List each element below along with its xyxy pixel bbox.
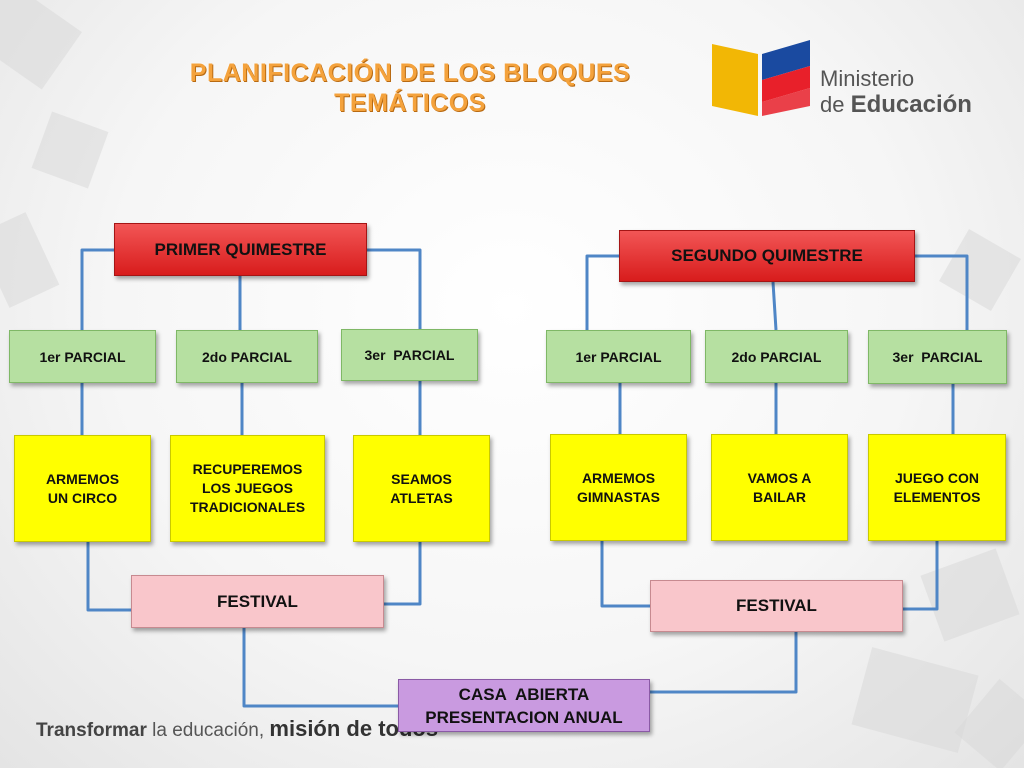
bloque-line: ARMEMOS (45, 470, 120, 487)
left-festival: FESTIVAL (131, 575, 384, 628)
left-parcial-3: 3er PARCIAL (341, 329, 478, 381)
connector (384, 542, 422, 606)
bloque-line: VAMOS A (747, 469, 812, 486)
connector (600, 541, 651, 608)
primer-quimestre-header: PRIMER QUIMESTRE (114, 223, 367, 276)
left-parcial-1: 1er PARCIAL (9, 330, 156, 383)
connector (366, 248, 422, 330)
ministerio-logo: Ministerio de Educación (710, 36, 980, 126)
footer-slogan: Transformar la educación, misión de todo… (36, 716, 438, 742)
bloque-line: ELEMENTOS (893, 488, 981, 505)
connector (80, 248, 116, 330)
right-bloque-2: VAMOS A BAILAR (711, 434, 848, 541)
connector (771, 281, 778, 331)
footer-part-1: Transformar (36, 720, 147, 741)
left-parcial-2: 2do PARCIAL (176, 330, 318, 383)
right-festival: FESTIVAL (650, 580, 903, 632)
logo-text: Ministerio de Educación (820, 66, 972, 118)
right-parcial-3: 3er PARCIAL (868, 330, 1007, 384)
casa-line-2: PRESENTACION ANUAL (425, 707, 623, 727)
casa-abierta-box: CASA ABIERTA PRESENTACION ANUAL (398, 679, 650, 732)
segundo-quimestre-header: SEGUNDO QUIMESTRE (619, 230, 915, 282)
bloque-line: LOS JUEGOS (201, 480, 294, 496)
logo-line-1: Ministerio (820, 66, 915, 91)
title-line-2: TEMÁTICOS (334, 89, 486, 117)
book-flag-icon (712, 40, 810, 116)
left-bloque-3: SEAMOS ATLETAS (353, 435, 490, 542)
left-bloque-2: RECUPEREMOS LOS JUEGOS TRADICIONALES (170, 435, 325, 542)
connector (914, 254, 969, 330)
right-parcial-1: 1er PARCIAL (546, 330, 691, 383)
connector (86, 542, 132, 612)
logo-line-2-prefix: de (820, 92, 851, 117)
connector (585, 254, 620, 330)
casa-line-1: CASA ABIERTA (458, 684, 590, 704)
footer-part-2: la educación, (146, 720, 270, 741)
bloque-line: RECUPEREMOS (192, 461, 303, 477)
title-line-1: PLANIFICACIÓN DE LOS BLOQUES (189, 59, 631, 87)
bloque-line: ARMEMOS (581, 469, 656, 486)
left-bloque-1: ARMEMOS UN CIRCO (14, 435, 151, 542)
connector (903, 541, 939, 611)
connector (242, 628, 398, 708)
bloque-line: GIMNASTAS (577, 488, 660, 505)
logo-line-2-bold: Educación (850, 91, 972, 118)
bloque-line: UN CIRCO (47, 489, 118, 506)
bloque-line: SEAMOS (391, 470, 452, 487)
right-bloque-1: ARMEMOS GIMNASTAS (550, 434, 687, 541)
right-parcial-2: 2do PARCIAL (705, 330, 848, 383)
right-bloque-3: JUEGO CON ELEMENTOS (868, 434, 1006, 541)
bloque-line: BAILAR (753, 488, 806, 505)
connector (650, 632, 798, 694)
bloque-line: JUEGO CON (894, 469, 979, 486)
logo-line-2: de Educación (820, 92, 972, 118)
page-title: PLANIFICACIÓN DE LOS BLOQUES TEMÁTICOS (160, 58, 660, 118)
bloque-line: ATLETAS (390, 489, 453, 506)
bloque-line: TRADICIONALES (189, 499, 306, 515)
